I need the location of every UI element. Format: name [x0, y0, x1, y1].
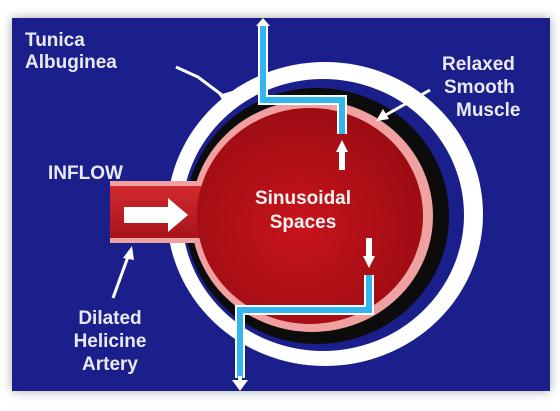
sinusoidal-label-line2: Spaces — [270, 212, 337, 233]
diagram-frame: Tunica Albuginea Relaxed Smooth Muscle I… — [12, 18, 550, 391]
penile-erection-diagram: Tunica Albuginea Relaxed Smooth Muscle I… — [12, 18, 550, 391]
tunica-label-line1: Tunica — [25, 30, 85, 51]
relaxed-muscle-label-line2: Smooth — [444, 77, 515, 98]
artery-label-line3: Artery — [82, 354, 138, 375]
artery-label-line2: Helicine — [74, 331, 147, 352]
sinusoidal-label-line1: Sinusoidal — [255, 188, 351, 209]
inflow-label: INFLOW — [48, 163, 123, 184]
artery-label-line1: Dilated — [78, 308, 141, 329]
relaxed-muscle-label-line1: Relaxed — [442, 54, 515, 75]
relaxed-muscle-label-line3: Muscle — [456, 100, 520, 121]
tunica-label-line2: Albuginea — [25, 52, 117, 73]
